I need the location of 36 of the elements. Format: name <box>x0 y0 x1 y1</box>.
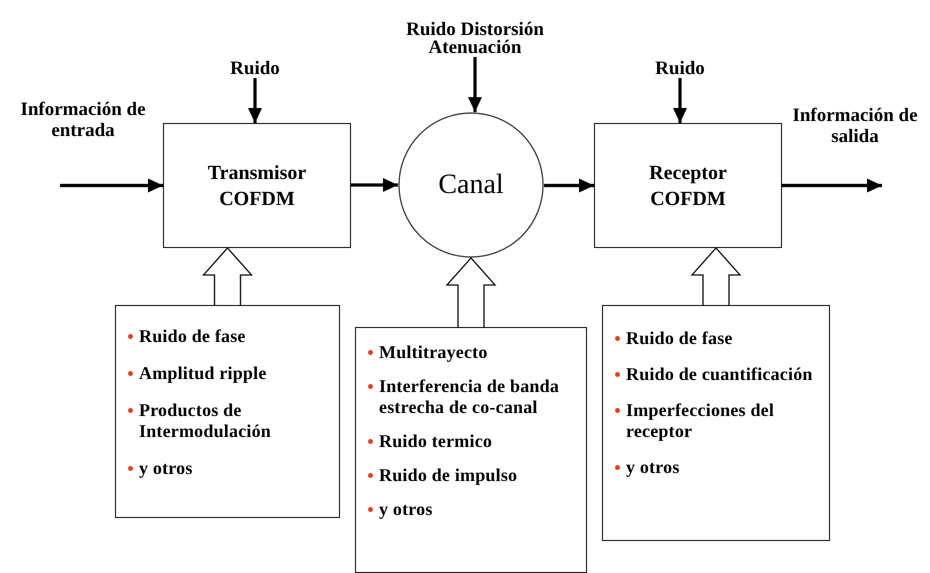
list-item-text: y otros <box>626 457 680 478</box>
list-item-text: y otros <box>379 499 433 520</box>
list-item-text: y otros <box>139 458 193 479</box>
list-item-text: Imperfecciones del receptor <box>626 400 776 442</box>
list-item-text: Ruido de impulso <box>379 465 518 486</box>
arrow <box>782 178 882 192</box>
hollow-block-arrow <box>202 247 253 306</box>
list-item-text: Ruido de fase <box>139 326 246 347</box>
box-title: Receptor COFDM <box>648 160 728 212</box>
circle-title: Canal <box>438 169 504 201</box>
arrow <box>60 178 163 192</box>
box-title: Transmisor COFDM <box>206 160 308 212</box>
list-item-text: Productos de Intermodulación <box>139 400 272 442</box>
list-item-text: Ruido de fase <box>626 328 733 349</box>
list-item-text: Amplitud ripple <box>139 363 267 384</box>
list-item-text: Multitrayecto <box>379 342 488 363</box>
input-label: Ruido <box>215 52 295 78</box>
process-box <box>594 123 782 248</box>
arrow <box>468 57 482 112</box>
list-box <box>355 327 587 573</box>
hollow-block-arrow <box>690 247 742 306</box>
io-label: Información de salida <box>791 105 919 147</box>
input-label: Ruido Distorsión Atenuación <box>405 2 545 57</box>
hollow-block-arrow <box>446 257 496 328</box>
list-box <box>602 305 830 541</box>
arrow <box>544 178 594 192</box>
list-box <box>115 305 340 518</box>
arrow <box>673 78 687 123</box>
arrow <box>351 178 398 192</box>
list-item-text: Ruido de cuantificación <box>626 364 813 385</box>
input-label: Ruido <box>640 52 720 78</box>
list-item-text: Interferencia de banda estrecha de co-canal <box>379 376 560 418</box>
arrow <box>248 78 262 123</box>
io-label: Información de entrada <box>19 99 147 141</box>
list-item-text: Ruido termico <box>379 431 492 452</box>
process-box <box>163 123 351 248</box>
